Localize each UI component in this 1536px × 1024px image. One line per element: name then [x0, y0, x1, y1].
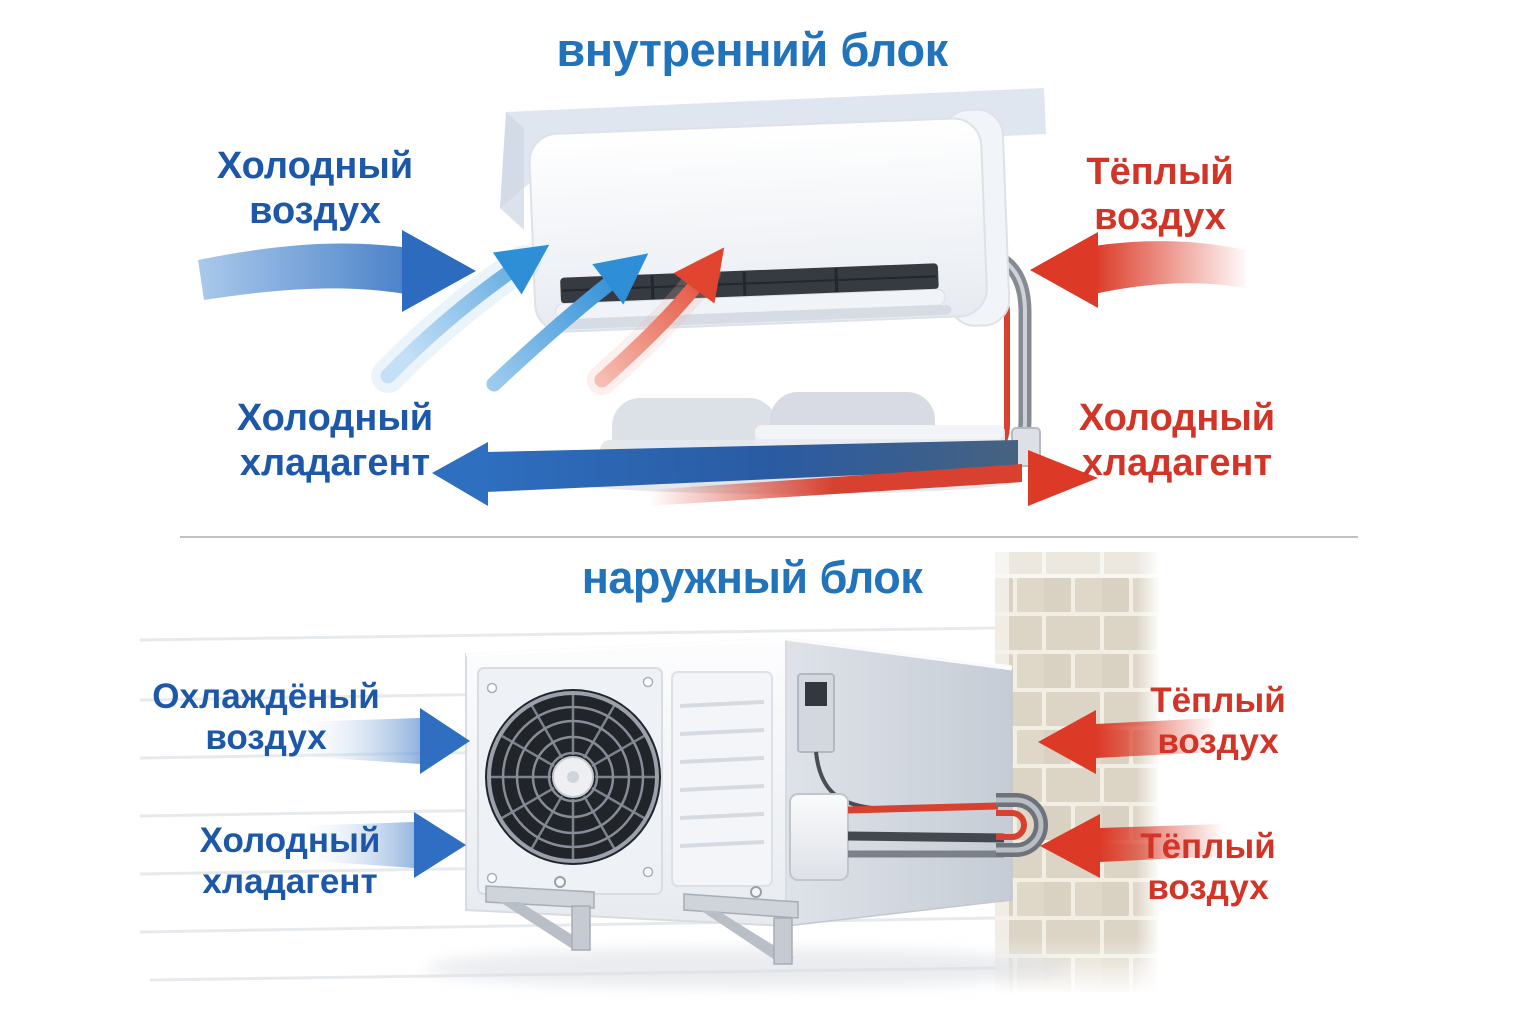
warm-air-arrow-bottom [1040, 814, 1222, 878]
outdoor-ac-unit [465, 635, 1013, 928]
section-divider [180, 536, 1358, 538]
cold-airflow-swoosh-1 [380, 244, 550, 384]
outdoor-pipes [847, 793, 1048, 858]
cold-air-arrow [198, 230, 476, 312]
cold-airflow-swoosh-2 [486, 253, 649, 392]
brick-wall [995, 552, 1160, 996]
label-cooled-air: Охлаждёный воздух [152, 677, 380, 758]
room-corner [500, 88, 1046, 230]
display-screen [805, 682, 827, 706]
label-warm-air: Тёплый воздух [1086, 151, 1234, 238]
fan-grille [485, 689, 661, 865]
warm-air-arrow-top [1038, 710, 1214, 774]
electrical-box [797, 673, 873, 810]
cooled-air-arrow [296, 708, 470, 774]
outdoor-section-title: наружный блок [581, 552, 923, 603]
warm-air-arrow [1030, 232, 1246, 308]
airflow-swooshes [371, 244, 725, 395]
cold-refrigerant-arrow [298, 812, 466, 878]
cold-refrigerant-arrow-right [1028, 450, 1098, 506]
indoor-scene-illustration [198, 88, 1246, 506]
warm-airflow-swoosh [594, 247, 725, 388]
cold-refrigerant-arrow-left [432, 440, 1018, 506]
label-warm-air-top: Тёплый воздух [1150, 681, 1286, 762]
junction-box [789, 793, 849, 881]
unit-shadow [425, 948, 1065, 988]
indoor-ac-unit [528, 108, 1011, 333]
label-cold-refrigerant-left: Холодный хладагент [236, 397, 434, 484]
label-cold-air: Холодный воздух [216, 145, 414, 232]
label-cold-refrigerant: Холодный хладагент [199, 821, 381, 902]
indoor-section-title: внутренний блок [556, 23, 948, 76]
refrigerant-pipe-red-run [648, 464, 1022, 506]
outdoor-scene-illustration [139, 552, 1222, 996]
label-warm-air-bottom: Тёплый воздух [1140, 827, 1276, 908]
mounting-brackets [485, 876, 799, 965]
label-cold-refrigerant-right: Холодный хладагент [1078, 397, 1276, 484]
louver-panel [671, 671, 773, 887]
